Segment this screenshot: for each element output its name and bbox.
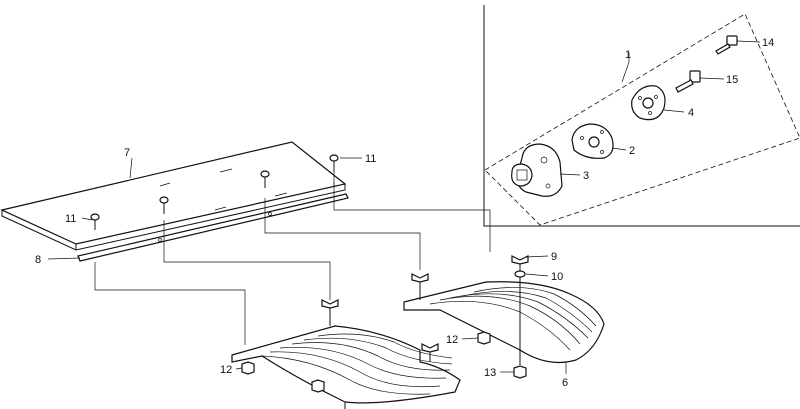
rail-8	[77, 193, 349, 262]
screw-icon	[329, 154, 339, 172]
washer-10	[514, 270, 526, 365]
wing-bolt-icon	[321, 299, 339, 326]
wing-bolt-icon	[411, 273, 429, 300]
detail-inset	[483, 5, 800, 227]
bracket-3	[511, 143, 581, 197]
callout-12-left: 12	[220, 364, 232, 376]
grille-6-left	[231, 325, 461, 409]
wing-bolt-icon	[421, 343, 439, 362]
plate-4	[631, 85, 685, 121]
nut-icon	[311, 379, 325, 393]
callout-11-top: 11	[365, 153, 376, 165]
leader-lines	[47, 157, 567, 374]
callout-10: 10	[551, 271, 563, 283]
screw-icon	[159, 196, 169, 214]
callout-8: 8	[35, 254, 41, 266]
inset-leaders	[621, 52, 630, 83]
nut-icon	[513, 365, 527, 379]
screw-icon	[90, 213, 100, 230]
callout-14: 14	[762, 37, 774, 49]
bolt-14	[715, 35, 761, 55]
bolt-15	[675, 70, 725, 93]
callout-9: 9	[551, 251, 557, 263]
wing-bolts-9	[321, 255, 529, 362]
callout-2: 2	[629, 145, 635, 157]
callout-4: 4	[688, 107, 694, 119]
nut-icon	[477, 331, 491, 345]
callout-15: 15	[726, 74, 738, 86]
callout-6: 6	[562, 377, 568, 389]
callout-3: 3	[583, 170, 589, 182]
callout-7: 7	[124, 147, 130, 159]
panel-7	[0, 141, 347, 251]
callout-11-left: 11	[65, 213, 76, 225]
callout-labels: 1 2 3 4 14 15 7 11 11 8 9 10 12 12 13 6	[35, 37, 774, 389]
nut-icon	[241, 361, 255, 375]
projection-lines	[94, 172, 491, 345]
plate-2	[571, 123, 627, 159]
nuts	[241, 331, 527, 393]
screw-icon	[260, 170, 270, 188]
callout-13: 13	[484, 367, 496, 379]
screws-11	[90, 154, 339, 230]
callout-12-right: 12	[446, 334, 458, 346]
callout-1: 1	[625, 49, 631, 61]
